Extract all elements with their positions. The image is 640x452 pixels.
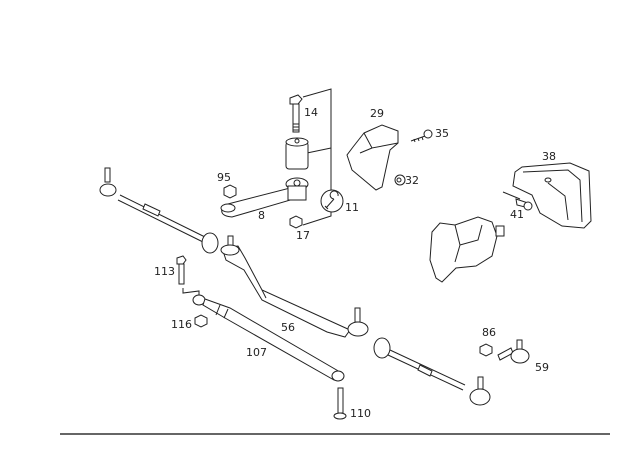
label-41: 41	[510, 208, 524, 221]
part-116-nut	[194, 314, 208, 328]
part-56-center-rod	[220, 235, 351, 338]
part-95-nut	[223, 184, 237, 199]
part-107-steering-damper	[182, 288, 345, 382]
steering-gear-box	[429, 216, 505, 283]
label-8: 8	[258, 209, 265, 222]
label-56: 56	[281, 321, 295, 334]
label-86: 86	[482, 326, 496, 339]
part-59-tie-rod-end	[497, 339, 530, 364]
part-35-screw	[410, 129, 433, 143]
label-29: 29	[370, 107, 384, 120]
label-38: 38	[542, 150, 556, 163]
part-29-bracket	[346, 124, 399, 191]
label-116: 116	[171, 318, 192, 331]
label-107: 107	[246, 346, 267, 359]
label-113: 113	[154, 265, 175, 278]
part-41-bolt	[502, 191, 533, 211]
part-110-bolt	[333, 387, 347, 420]
label-17: 17	[296, 229, 310, 242]
label-32: 32	[405, 174, 419, 187]
label-110: 110	[350, 407, 371, 420]
bracket-tick	[306, 147, 332, 154]
bushing	[285, 137, 309, 170]
part-86-nut	[479, 343, 493, 357]
tie-rod-left	[99, 167, 219, 254]
label-11: 11	[345, 201, 359, 214]
label-14: 14	[304, 106, 318, 119]
part-32-nut	[394, 174, 406, 186]
tie-rod-right	[347, 307, 491, 406]
part-17-nut	[289, 215, 303, 229]
wrench-icon	[320, 189, 344, 213]
part-38-bracket	[512, 162, 592, 229]
part-8-idler-arm	[220, 177, 309, 218]
part-14-bolt	[289, 94, 303, 133]
group-bracket	[302, 88, 332, 226]
label-35: 35	[435, 127, 449, 140]
part-113-bolt	[176, 255, 187, 285]
label-59: 59	[535, 361, 549, 374]
label-95: 95	[217, 171, 231, 184]
